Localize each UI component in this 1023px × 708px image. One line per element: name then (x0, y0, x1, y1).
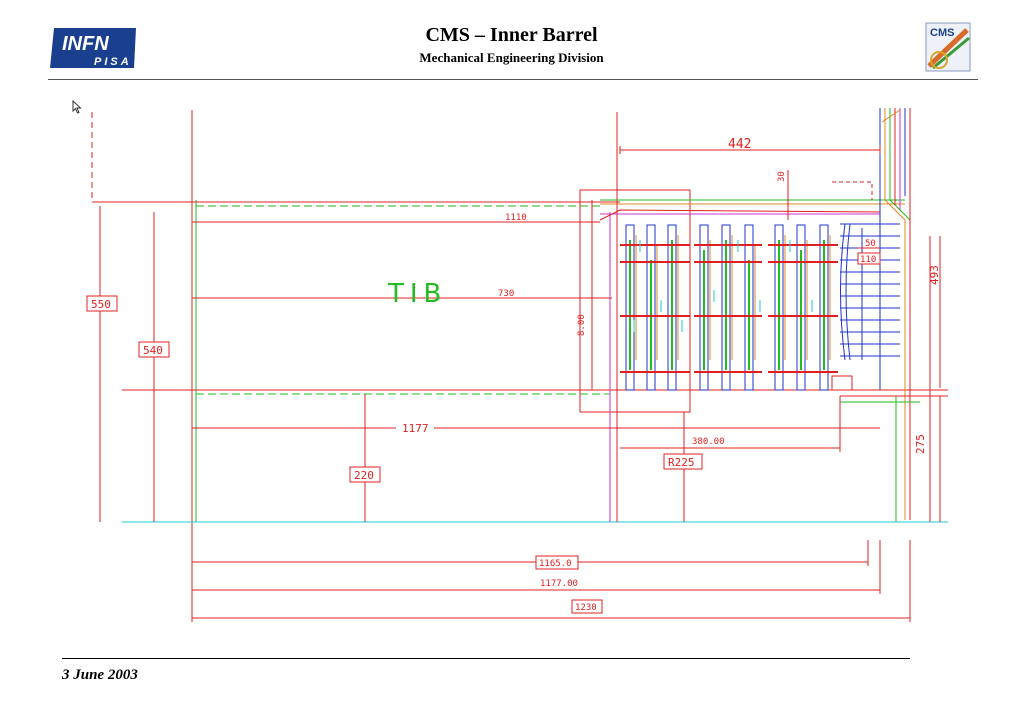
dim-540: 540 (138, 341, 170, 358)
page-subtitle: Mechanical Engineering Division (419, 50, 604, 65)
svg-text:275: 275 (914, 434, 927, 454)
page-title: CMS – Inner Barrel (425, 24, 598, 46)
svg-text:493: 493 (928, 265, 941, 285)
dim-493: 493 (928, 265, 941, 285)
dim-1110: 1110 (505, 213, 527, 223)
svg-text:540: 540 (143, 344, 163, 357)
dim-1230: 1230 (571, 599, 603, 614)
svg-text:1230: 1230 (575, 603, 597, 613)
svg-text:PISA: PISA (94, 56, 132, 68)
svg-text:1177.00: 1177.00 (540, 579, 578, 589)
infn-pisa-logo: INFN PISA (50, 28, 136, 68)
dim-r225: R225 (663, 453, 703, 470)
svg-text:380.00: 380.00 (692, 437, 725, 447)
svg-text:R225: R225 (668, 456, 695, 469)
dim-550: 550 (86, 295, 118, 312)
dim-1177: 1177 (396, 420, 434, 435)
cad-drawing: 442 30 1110 730 8.00 550 540 1177 220 38… (86, 108, 948, 622)
svg-text:INFN: INFN (62, 33, 109, 55)
cms-logo: CMS (925, 22, 971, 72)
footer-divider (62, 658, 910, 659)
dim-110: 110 (857, 252, 881, 265)
dim-50: 50 (865, 239, 876, 249)
dim-220: 220 (349, 466, 381, 483)
dim-8-00: 8.00 (577, 314, 587, 336)
mouse-pointer-icon (72, 100, 82, 114)
dim-442: 442 (728, 137, 751, 152)
footer-date: 3 June 2003 (62, 667, 138, 683)
svg-text:8.00: 8.00 (577, 314, 587, 336)
page-header: INFN PISA CMS – Inner Barrel Mechanical … (0, 0, 1023, 80)
svg-text:CMS: CMS (930, 27, 954, 39)
header-divider (48, 79, 978, 80)
dim-380-00: 380.00 (692, 437, 725, 447)
dim-30: 30 (777, 171, 787, 182)
svg-text:110: 110 (860, 255, 876, 265)
svg-text:30: 30 (777, 171, 787, 182)
svg-text:550: 550 (91, 298, 111, 311)
svg-text:50: 50 (865, 239, 876, 249)
svg-text:1177: 1177 (402, 422, 429, 435)
dim-730: 730 (498, 289, 514, 299)
svg-text:220: 220 (354, 469, 374, 482)
dim-275: 275 (914, 434, 927, 454)
svg-text:1165.0: 1165.0 (539, 559, 572, 569)
svg-text:730: 730 (498, 289, 514, 299)
svg-text:1110: 1110 (505, 213, 527, 223)
dim-1177-00: 1177.00 (538, 577, 584, 589)
svg-text:442: 442 (728, 137, 751, 152)
dim-1165-0: 1165.0 (535, 555, 579, 570)
tib-label: TIB (387, 279, 447, 309)
